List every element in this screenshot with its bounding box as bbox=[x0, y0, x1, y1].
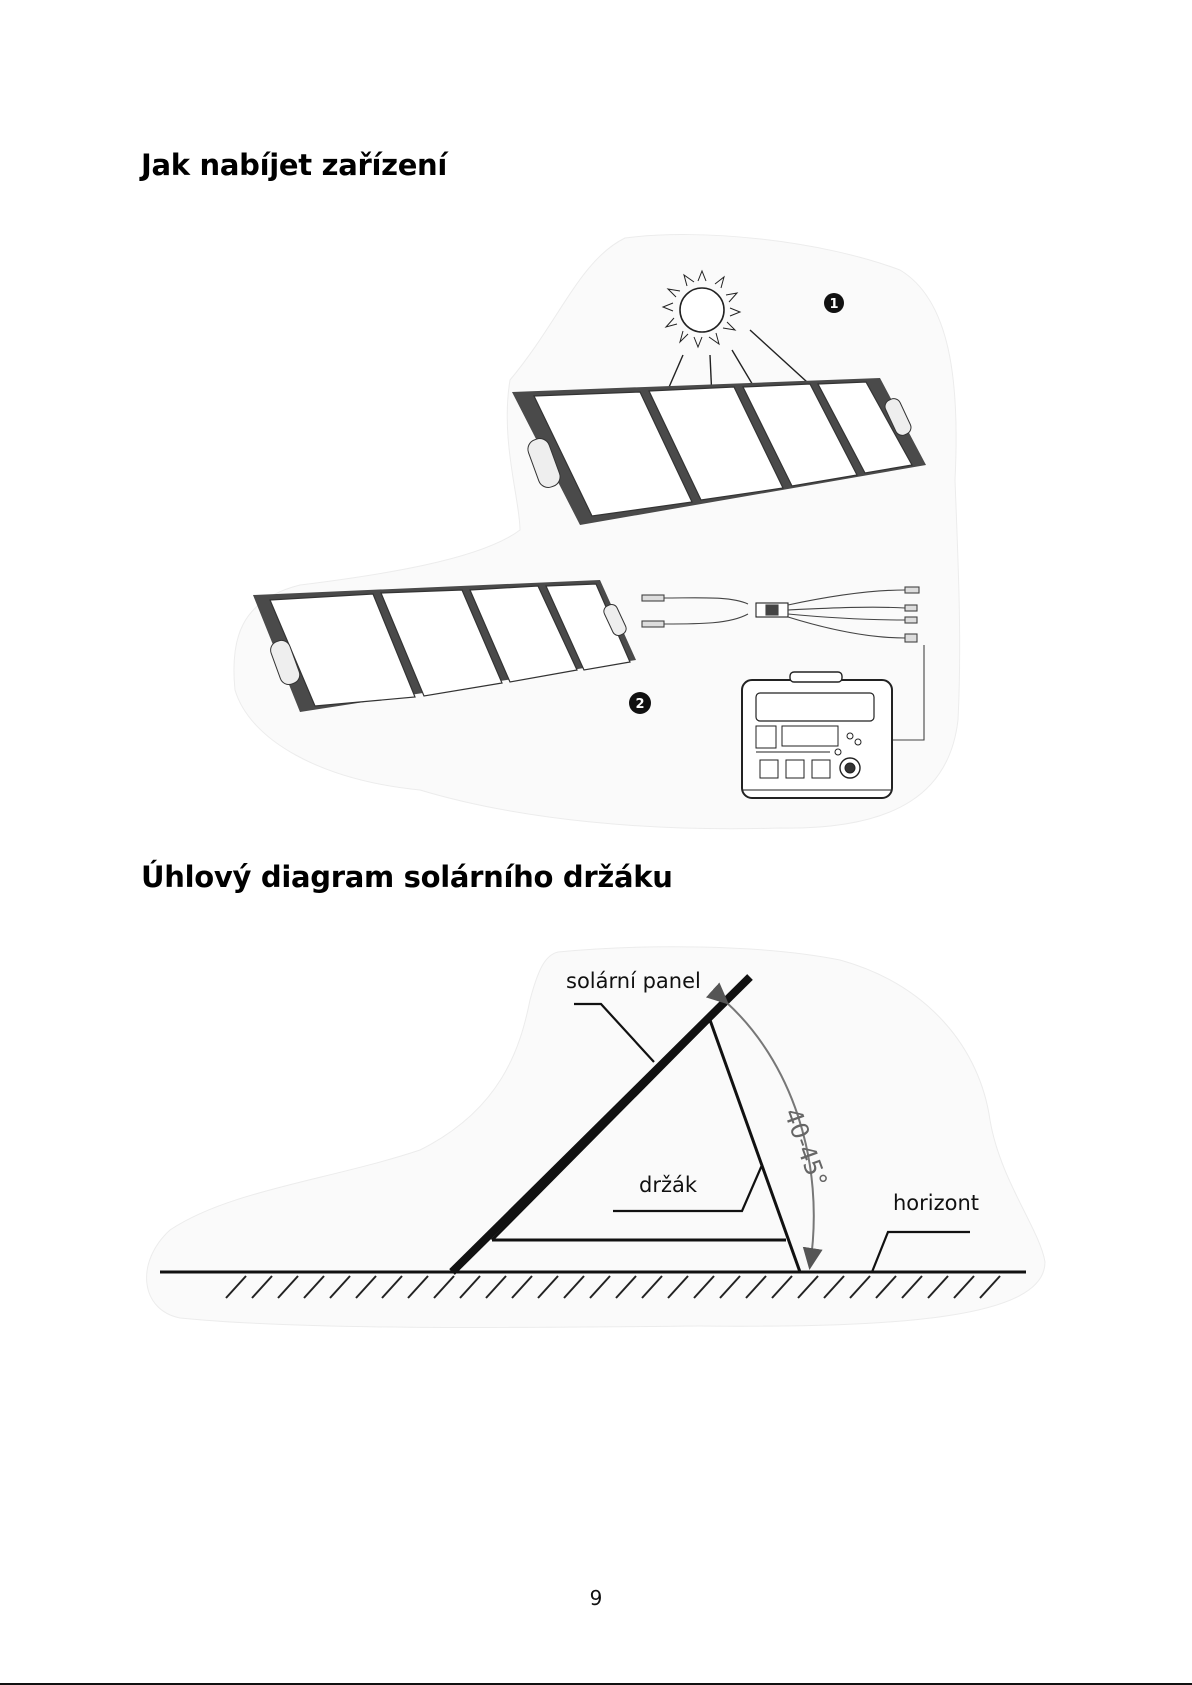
label-horizon: horizont bbox=[893, 1191, 979, 1215]
step-1-marker: 1 bbox=[824, 293, 844, 313]
power-station bbox=[742, 672, 892, 798]
label-stand: držák bbox=[639, 1173, 698, 1197]
label-solar-panel: solární panel bbox=[566, 969, 701, 993]
page-number: 9 bbox=[0, 1586, 1192, 1610]
svg-text:1: 1 bbox=[829, 297, 838, 312]
heading-angle-diagram: Úhlový diagram solárního držáku bbox=[141, 860, 673, 894]
step-2-marker: 2 bbox=[629, 692, 651, 714]
svg-text:2: 2 bbox=[635, 697, 644, 712]
